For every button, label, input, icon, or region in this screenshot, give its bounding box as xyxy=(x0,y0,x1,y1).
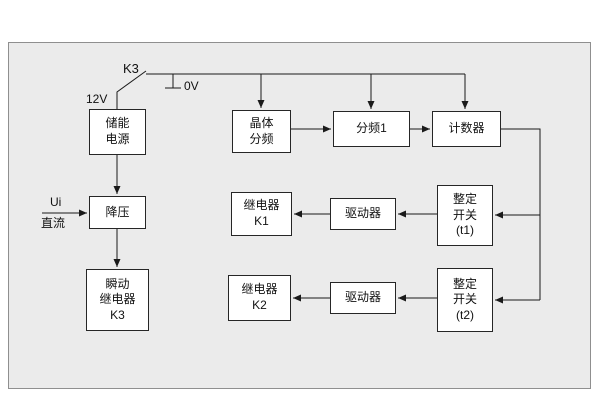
box-driver1-label: 驱动器 xyxy=(344,206,381,221)
box-counter: 计数器 xyxy=(432,111,501,147)
box-relay-k2-label: 继电器 K2 xyxy=(241,282,278,312)
box-stepdown: 降压 xyxy=(89,196,146,229)
box-crystal-divider-label: 晶体 分频 xyxy=(249,115,274,146)
input-dc-label: 直流 xyxy=(41,216,66,230)
box-setting-switch-t1: 整定 开关 (t1) xyxy=(437,185,493,246)
box-driver2: 驱动器 xyxy=(330,282,396,314)
box-driver2-label: 驱动器 xyxy=(344,290,381,305)
switch-k3-label: K3 xyxy=(123,61,139,76)
wire-12v-switch-blade xyxy=(116,70,147,109)
box-storage-power-label: 储能 电源 xyxy=(105,116,130,146)
box-stepdown-label: 降压 xyxy=(105,204,130,219)
voltage-12v-label: 12V xyxy=(86,92,108,106)
box-driver1: 驱动器 xyxy=(330,198,396,230)
box-relay-k1-label: 继电器 K1 xyxy=(243,198,280,228)
box-setting-switch-t2: 整定 开关 (t2) xyxy=(437,268,493,332)
box-divider1: 分频1 xyxy=(333,111,410,147)
box-storage-power: 储能 电源 xyxy=(89,109,146,155)
box-crystal-divider: 晶体 分频 xyxy=(232,110,291,153)
wire-counter-right-rail xyxy=(501,128,541,300)
box-divider1-label: 分频1 xyxy=(356,121,387,136)
box-relay-k2: 继电器 K2 xyxy=(228,275,291,321)
box-setting-switch-t1-label: 整定 开关 (t1) xyxy=(452,192,477,238)
voltage-0v-label: 0V xyxy=(184,79,199,93)
zero-volt-terminal-icon xyxy=(165,74,181,89)
box-instant-relay-k3-label: 瞬动 继电器 K3 xyxy=(99,276,136,322)
box-setting-switch-t2-label: 整定 开关 (t2) xyxy=(452,276,477,322)
input-ui-label: Ui xyxy=(50,195,62,209)
box-instant-relay-k3: 瞬动 继电器 K3 xyxy=(86,269,149,331)
box-counter-label: 计数器 xyxy=(448,121,485,136)
box-relay-k1: 继电器 K1 xyxy=(231,192,292,236)
